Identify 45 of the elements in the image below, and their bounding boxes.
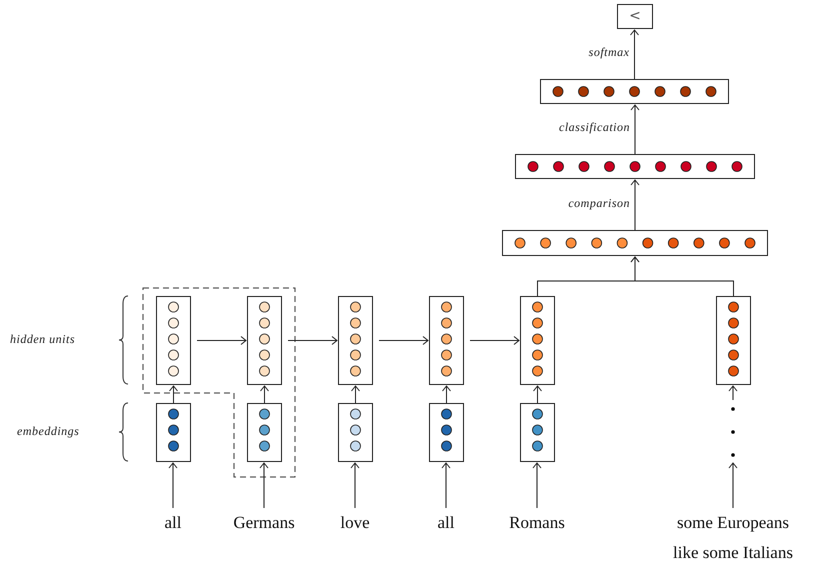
input-word: Germans — [219, 508, 309, 538]
arrow — [260, 462, 268, 508]
arrow — [470, 336, 520, 345]
layer-box — [515, 154, 755, 179]
arrow — [196, 336, 246, 345]
arrow — [728, 386, 738, 400]
vector-box — [429, 403, 464, 462]
arrow — [350, 462, 360, 508]
vector-box — [156, 296, 191, 385]
vector-box — [247, 403, 282, 462]
input-word: Romans — [492, 508, 582, 538]
input-word: some Europeans like some Italians — [668, 508, 798, 566]
arrow — [442, 386, 451, 404]
vector-box — [338, 296, 373, 385]
layer-box — [540, 79, 729, 104]
arrow — [260, 386, 269, 404]
arrow — [378, 336, 428, 345]
arrow — [533, 386, 542, 404]
arrow — [630, 104, 640, 154]
row-label: embeddings — [17, 424, 80, 439]
edge-label: softmax — [588, 45, 630, 60]
input-word: all — [128, 508, 218, 538]
vector-box — [429, 296, 464, 385]
layer-box — [502, 230, 768, 256]
arrow — [351, 386, 360, 404]
arrow — [532, 462, 542, 508]
arrow — [169, 386, 178, 404]
arrow — [442, 462, 450, 508]
arrow — [630, 180, 640, 230]
vector-box — [716, 296, 751, 385]
arrow — [168, 462, 178, 508]
vector-box — [156, 403, 191, 462]
vector-box — [520, 403, 555, 462]
edge-label: classification — [559, 120, 630, 135]
input-word: all — [401, 508, 491, 538]
output-box: < — [617, 4, 653, 29]
vector-box — [247, 296, 282, 385]
arrow — [630, 30, 639, 80]
vector-box — [520, 296, 555, 385]
arrow — [728, 462, 738, 508]
input-word: love — [310, 508, 400, 538]
row-label: hidden units — [10, 332, 75, 347]
arrow — [288, 336, 338, 345]
arrow — [630, 256, 734, 296]
vector-box — [338, 403, 373, 462]
